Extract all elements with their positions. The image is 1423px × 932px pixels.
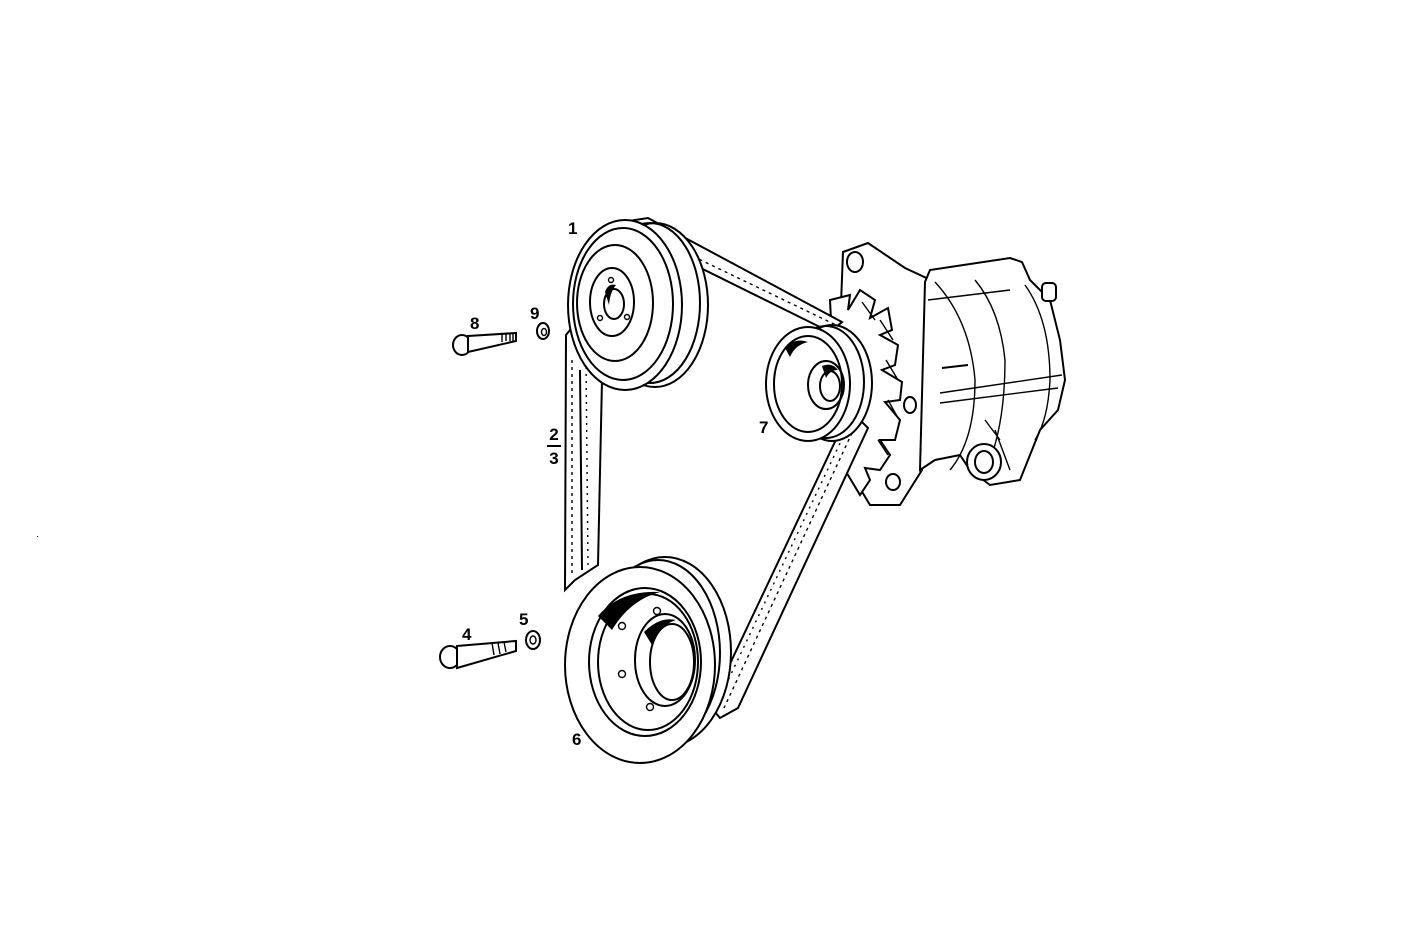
- pulley-6: [564, 556, 732, 764]
- washer-5: [525, 630, 541, 650]
- callout-9: 9: [530, 304, 540, 323]
- stray-dot: [37, 536, 38, 537]
- callout-3: 3: [549, 449, 559, 468]
- washer-9: [536, 322, 550, 340]
- pulley-7: [765, 324, 873, 442]
- callout-2: 2: [549, 425, 559, 444]
- callout-6: 6: [572, 730, 582, 749]
- callout-5: 5: [519, 610, 529, 629]
- callout-2-3: 2 3: [547, 426, 561, 467]
- callout-7: 7: [759, 418, 769, 437]
- bolt-4: [439, 639, 517, 670]
- fraction-bar: [547, 445, 561, 447]
- callout-1: 1: [568, 219, 578, 238]
- bolt-8: [452, 331, 517, 356]
- callout-8: 8: [470, 314, 480, 333]
- pulley-1: [567, 219, 709, 391]
- callout-4: 4: [462, 625, 472, 644]
